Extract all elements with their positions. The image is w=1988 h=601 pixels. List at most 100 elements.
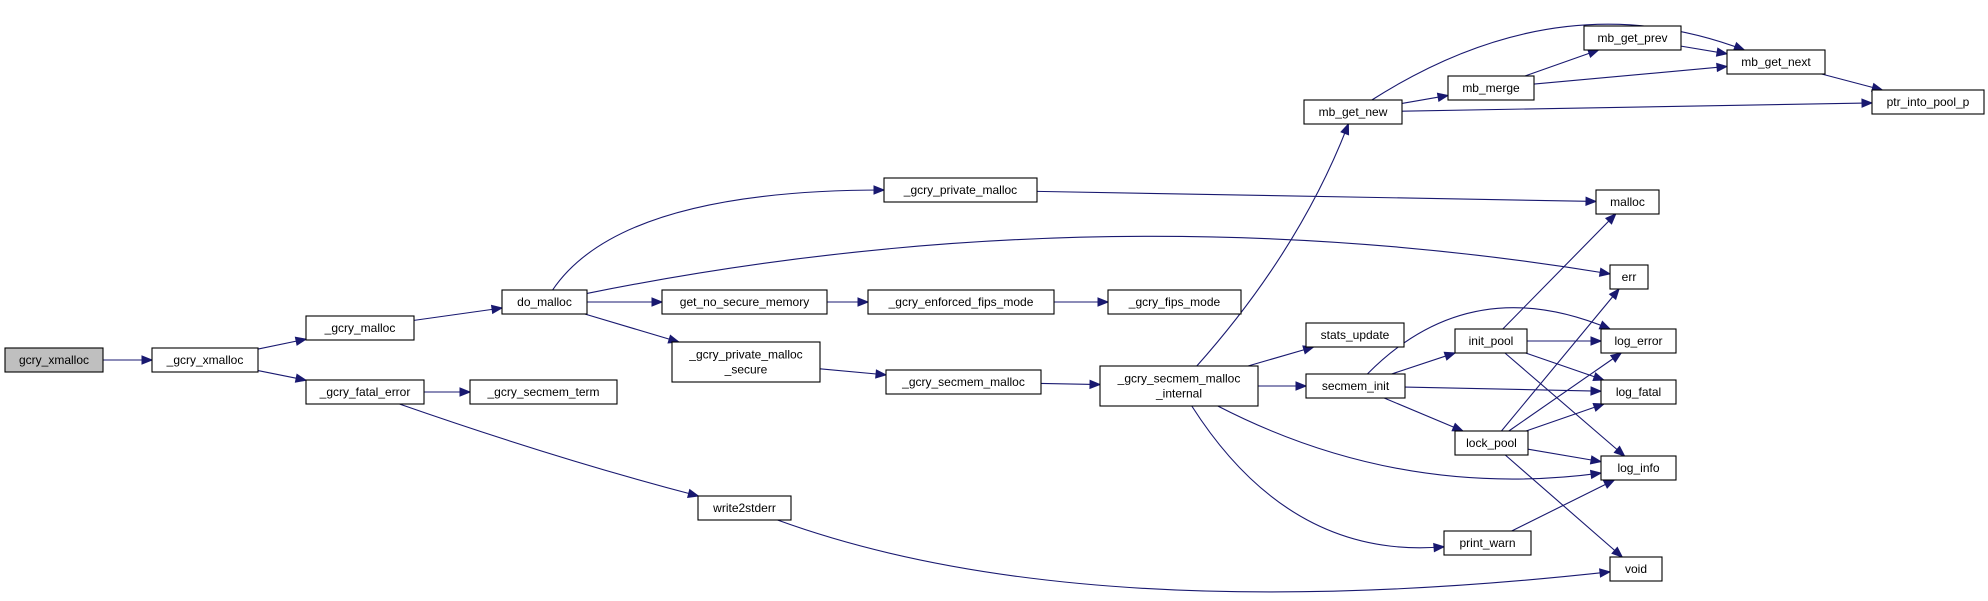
- node-gcry-secmem-malloc[interactable]: _gcry_secmem_malloc: [885, 369, 1042, 395]
- node-box: [885, 369, 1042, 395]
- node-box: [1443, 530, 1532, 556]
- node-label: ptr_into_pool_p: [1887, 95, 1970, 109]
- node-label: _gcry_malloc: [324, 321, 396, 335]
- node-gcry-xmalloc[interactable]: gcry_xmalloc: [4, 347, 104, 373]
- node-gcry-enforced-fips-mode[interactable]: _gcry_enforced_fips_mode: [867, 289, 1055, 315]
- edge-line: [1191, 405, 1445, 549]
- edge-line: [1527, 448, 1602, 463]
- node-mb-get-new[interactable]: mb_get_new: [1303, 99, 1403, 125]
- edge-line: [399, 403, 699, 497]
- edge-line: [586, 235, 1611, 294]
- node-box: [1609, 264, 1649, 290]
- arrowhead: [1585, 196, 1598, 206]
- edge-init-pool-to-log-fatal: [1525, 352, 1606, 382]
- edge-lock-pool-to-log-info: [1527, 448, 1603, 465]
- edge-gcry-fatal-error-to-gcry-secmem-term: [424, 387, 472, 397]
- edge-mb-get-next-to-ptr-into-pool-p: [1821, 73, 1884, 92]
- edge-line: [1511, 479, 1615, 532]
- node-malloc[interactable]: malloc: [1595, 189, 1660, 215]
- edge-lock-pool-to-void: [1504, 454, 1624, 558]
- node-ptr-into-pool-p[interactable]: ptr_into_pool_p: [1871, 89, 1985, 115]
- arrowhead: [875, 369, 888, 379]
- node-secmem-init[interactable]: secmem_init: [1305, 373, 1406, 399]
- edge-mb-get-new-to-ptr-into-pool-p: [1401, 98, 1874, 112]
- node-label: log_error: [1614, 334, 1662, 348]
- edge-lock-pool-to-log-error: [1508, 352, 1623, 432]
- node-label: void: [1625, 562, 1647, 576]
- arrowhead: [1340, 122, 1350, 136]
- node-print-warn[interactable]: print_warn: [1443, 530, 1532, 556]
- arrowhead: [294, 373, 308, 383]
- node-label: write2stderr: [712, 501, 776, 515]
- node-err[interactable]: err: [1609, 264, 1649, 290]
- edge-line: [552, 189, 885, 291]
- edge-gcry-xmalloc-to-gcry-xmalloc: [103, 355, 154, 365]
- edge-gcry-private-malloc-to-malloc: [1036, 190, 1598, 206]
- node-do-malloc[interactable]: do_malloc: [501, 289, 588, 315]
- node-stats-update[interactable]: stats_update: [1305, 322, 1405, 348]
- node-label: mb_get_new: [1319, 105, 1388, 119]
- node-box: [305, 315, 415, 341]
- edge-gcry-malloc-to-do-malloc: [413, 304, 504, 321]
- node-label: mb_get_prev: [1597, 31, 1667, 45]
- arrowhead: [687, 488, 700, 498]
- edge-gcry-private-malloc-secure-to-gcry-secmem-malloc: [819, 368, 888, 379]
- arrowhead: [1089, 379, 1102, 390]
- arrowhead: [1590, 336, 1603, 346]
- node-gcry-malloc[interactable]: _gcry_malloc: [305, 315, 415, 341]
- edge-line: [1508, 352, 1622, 432]
- edge-line: [1533, 65, 1728, 85]
- node-mb-get-next[interactable]: mb_get_next: [1726, 49, 1826, 75]
- node-log-info[interactable]: log_info: [1600, 455, 1677, 481]
- node-gcry-secmem-term[interactable]: _gcry_secmem_term: [469, 379, 618, 405]
- arrowhead: [459, 387, 472, 397]
- node-gcry-xmalloc[interactable]: _gcry_xmalloc: [151, 347, 259, 373]
- node-box: [1107, 289, 1242, 315]
- arrowhead: [1608, 287, 1620, 301]
- node-write2stderr[interactable]: write2stderr: [697, 495, 792, 521]
- node-log-error[interactable]: log_error: [1600, 328, 1677, 354]
- edge-gcry-xmalloc-to-gcry-fatal-error: [257, 370, 308, 383]
- edge-line: [413, 307, 503, 321]
- node-label: _gcry_xmalloc: [166, 353, 244, 367]
- arrowhead: [1592, 402, 1606, 412]
- node-gcry-private-malloc-secure[interactable]: _gcry_private_malloc_secure: [671, 341, 821, 383]
- node-label: _gcry_fips_mode: [1128, 295, 1221, 309]
- edge-mb-merge-to-mb-get-next: [1533, 62, 1729, 85]
- node-label: _gcry_private_malloc: [688, 348, 802, 362]
- node-gcry-private-malloc[interactable]: _gcry_private_malloc: [883, 177, 1038, 203]
- node-box: [151, 347, 259, 373]
- node-void[interactable]: void: [1609, 556, 1663, 582]
- node-label: lock_pool: [1466, 436, 1517, 450]
- node-box: [883, 177, 1038, 203]
- edge-mb-get-new-to-mb-merge: [1401, 92, 1450, 105]
- node-label: _gcry_fatal_error: [319, 385, 411, 399]
- node-init-pool[interactable]: init_pool: [1454, 328, 1528, 354]
- node-gcry-secmem-malloc-internal[interactable]: _gcry_secmem_malloc_internal: [1099, 365, 1259, 407]
- node-box: [1600, 379, 1677, 405]
- node-box: [697, 495, 792, 521]
- edge-line: [1371, 23, 1745, 101]
- node-mb-get-prev[interactable]: mb_get_prev: [1583, 25, 1682, 51]
- node-label: do_malloc: [517, 295, 572, 309]
- node-box: [4, 347, 104, 373]
- node-label: print_warn: [1459, 536, 1515, 550]
- node-mb-merge[interactable]: mb_merge: [1447, 75, 1535, 101]
- edge-line: [1217, 405, 1602, 480]
- arrowhead: [1599, 568, 1612, 578]
- arrowhead: [294, 336, 308, 346]
- node-lock-pool[interactable]: lock_pool: [1454, 430, 1529, 456]
- node-label: gcry_xmalloc: [19, 353, 89, 367]
- edge-lock-pool-to-err: [1501, 287, 1620, 432]
- node-gcry-fips-mode[interactable]: _gcry_fips_mode: [1107, 289, 1242, 315]
- arrowhead: [141, 355, 154, 365]
- edge-gcry-xmalloc-to-gcry-malloc: [257, 336, 308, 350]
- edge-line: [1404, 386, 1602, 392]
- arrowhead: [1592, 372, 1606, 382]
- node-log-fatal[interactable]: log_fatal: [1600, 379, 1677, 405]
- node-gcry-fatal-error[interactable]: _gcry_fatal_error: [305, 379, 425, 405]
- node-get-no-secure-memory[interactable]: get_no_secure_memory: [661, 289, 828, 315]
- edge-mb-get-new-to-mb-get-next: [1371, 23, 1746, 101]
- edge-mb-merge-to-mb-get-prev: [1524, 49, 1600, 77]
